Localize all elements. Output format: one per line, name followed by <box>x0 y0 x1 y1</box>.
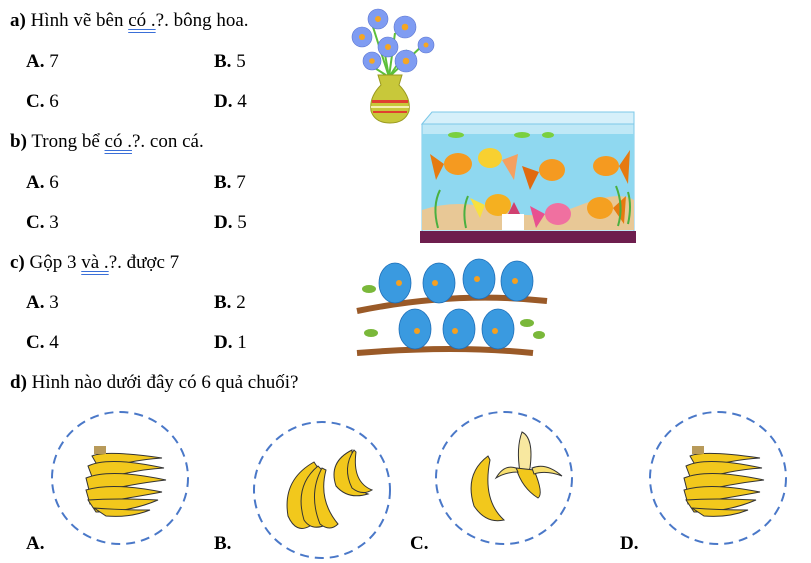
banana-option-c-label[interactable]: C. <box>410 533 428 555</box>
seaweed-icon <box>434 185 631 229</box>
option-value: 6 <box>49 91 59 112</box>
question-b: b) Trong bể có .?. con cá. <box>10 131 204 153</box>
option-value: 2 <box>236 292 246 313</box>
question-text-end: ?. được 7 <box>108 252 180 273</box>
option-letter: C. <box>410 533 429 554</box>
underlined-word: có . <box>128 10 156 31</box>
option-letter: A. <box>26 51 45 72</box>
question-label: c) <box>10 252 25 273</box>
banana-option-a-circle[interactable] <box>50 408 195 548</box>
option-c[interactable]: C. 3 <box>26 212 59 234</box>
option-letter: A. <box>26 172 45 193</box>
fish-icon <box>430 148 630 228</box>
banana-bunch-icon <box>683 452 765 517</box>
banana-option-d-label[interactable]: D. <box>620 533 638 555</box>
option-value: 6 <box>49 172 59 193</box>
question-text-end: ?. bông hoa. <box>155 10 249 31</box>
flower-center-icon <box>359 16 429 65</box>
fish-aquarium-image <box>420 111 636 243</box>
option-value: 5 <box>236 51 246 72</box>
tank-base <box>420 231 636 243</box>
question-a: a) Hình vẽ bên có .?. bông hoa. <box>10 10 249 32</box>
option-letter: D. <box>214 332 233 353</box>
underlined-word: có . <box>104 131 132 152</box>
option-letter: B. <box>214 292 232 313</box>
option-a[interactable]: A. 7 <box>26 51 59 73</box>
option-value: 4 <box>49 332 59 353</box>
banana-and-peeled-banana-icon <box>470 431 563 522</box>
option-d[interactable]: D. 4 <box>214 91 247 113</box>
question-text: Hình nào dưới đây có 6 quả chuối? <box>31 372 299 393</box>
question-d: d) Hình nào dưới đây có 6 quả chuối? <box>10 372 298 394</box>
castle-icon <box>502 202 524 230</box>
option-letter: C. <box>26 212 45 233</box>
option-letter: A. <box>26 533 45 554</box>
branch-icon <box>356 294 548 314</box>
option-b[interactable]: B. 7 <box>214 172 246 194</box>
flower-icon <box>351 8 435 73</box>
option-c[interactable]: C. 6 <box>26 91 59 113</box>
banana-option-a-label[interactable]: A. <box>26 533 44 555</box>
banana-option-b-circle[interactable] <box>252 420 397 560</box>
sand <box>422 196 634 230</box>
option-letter: C. <box>26 91 45 112</box>
option-value: 3 <box>49 292 59 313</box>
option-value: 4 <box>237 91 247 112</box>
option-b[interactable]: B. 5 <box>214 51 246 73</box>
question-label: a) <box>10 10 26 31</box>
option-letter: A. <box>26 292 45 313</box>
option-letter: D. <box>214 91 233 112</box>
option-b[interactable]: B. 2 <box>214 292 246 314</box>
option-letter: B. <box>214 172 232 193</box>
option-value: 5 <box>237 212 247 233</box>
option-a[interactable]: A. 6 <box>26 172 59 194</box>
option-letter: B. <box>214 533 232 554</box>
question-label: d) <box>10 372 27 393</box>
two-banana-bunches-icon <box>286 449 374 529</box>
option-c[interactable]: C. 4 <box>26 332 59 354</box>
vase-of-flowers-image <box>351 8 435 124</box>
underlined-word: và . <box>81 252 109 273</box>
option-letter: D. <box>620 533 639 554</box>
option-d[interactable]: D. 1 <box>214 332 247 354</box>
question-label: b) <box>10 131 27 152</box>
banana-option-b-label[interactable]: B. <box>214 533 231 555</box>
question-c: c) Gộp 3 và .?. được 7 <box>10 252 179 274</box>
leaf-icon <box>362 285 545 339</box>
banana-option-d-circle[interactable] <box>648 408 793 548</box>
vase-icon <box>370 74 410 124</box>
birds-on-branches-image <box>356 258 548 356</box>
question-text: Gộp 3 <box>29 252 82 273</box>
bird-beak-icon <box>396 276 518 334</box>
banana-option-c-circle[interactable] <box>434 408 579 548</box>
option-letter: B. <box>214 51 232 72</box>
option-value: 7 <box>236 172 246 193</box>
option-value: 3 <box>49 212 59 233</box>
option-value: 7 <box>49 51 59 72</box>
option-value: 1 <box>237 332 247 353</box>
option-letter: D. <box>214 212 233 233</box>
question-text-end: ?. con cá. <box>131 131 204 152</box>
option-a[interactable]: A. 3 <box>26 292 59 314</box>
option-letter: C. <box>26 332 45 353</box>
question-text: Hình vẽ bên <box>30 10 129 31</box>
question-text: Trong bể <box>31 131 105 152</box>
banana-bunch-icon <box>85 452 167 517</box>
branch-icon <box>356 346 534 356</box>
lily-pad-icon <box>448 132 554 138</box>
option-d[interactable]: D. 5 <box>214 212 247 234</box>
